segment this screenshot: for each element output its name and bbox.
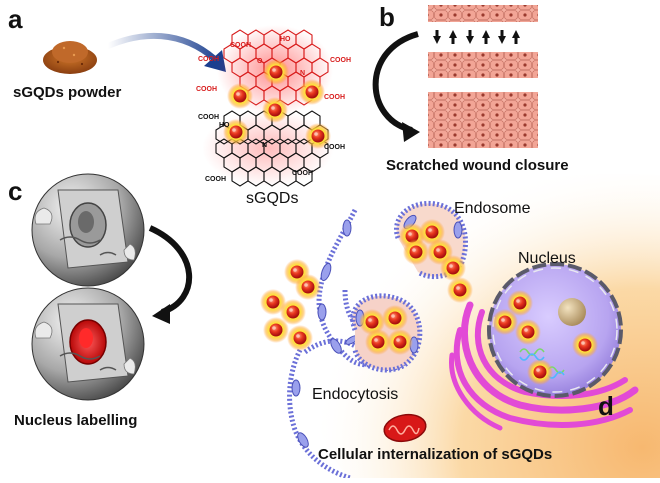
mitochondrion [383,413,427,443]
panel-b [372,5,538,148]
nucleolus [558,298,586,326]
nucleus-labelling-caption: Nucleus labelling [14,412,138,429]
panel-letter-b: b [379,2,395,32]
panel-c [31,173,193,401]
panel-a [43,25,334,187]
powder-pile [43,41,97,74]
internalization-caption: Cellular internalization of sGQDs [318,446,553,463]
cell-3d-bottom [31,287,145,401]
hydroxyl-label-2: HO [280,36,291,43]
arrow-a [105,32,226,72]
panel-letter-c: c [8,176,23,206]
cooh-label-4: COOH [196,86,217,93]
migration-arrows [433,30,520,44]
structure-label: sGQDs [246,190,299,207]
panel-d [260,173,660,481]
cell-layer-middle [428,52,538,78]
cell-3d-top [31,173,145,287]
curved-arrow-b [372,31,419,133]
cooh-label-8: COOH [205,176,226,183]
hydroxyl-label-1: HO [219,122,230,129]
cooh-label-3: COOH [330,57,351,64]
cell-layer-healed [428,92,538,148]
oxygen-label-1: O [257,58,263,65]
nucleus-label: Nucleus [518,250,576,267]
wound-caption: Scratched wound closure [386,157,569,174]
panel-letter-d: d [598,391,614,421]
membrane-proteins [291,219,359,448]
amine-label-2: N [300,70,306,77]
cooh-label-7: COOH [324,144,345,151]
curved-arrow-c [148,225,193,315]
cooh-label-5: COOH [324,94,345,101]
cooh-label-2: COOH [198,56,219,63]
endosome-label: Endosome [454,200,531,217]
cell-layer-top [428,5,538,22]
powder-label: sGQDs powder [13,84,122,101]
cooh-label-9: COOH [292,170,313,177]
cell-cytoplasm [311,173,660,478]
panel-letter-a: a [8,4,23,34]
endocytosis-label: Endocytosis [312,386,399,403]
amine-label-1: N [262,142,268,149]
cooh-label-6: COOH [198,114,219,121]
cooh-label-1: COOH [230,42,251,49]
